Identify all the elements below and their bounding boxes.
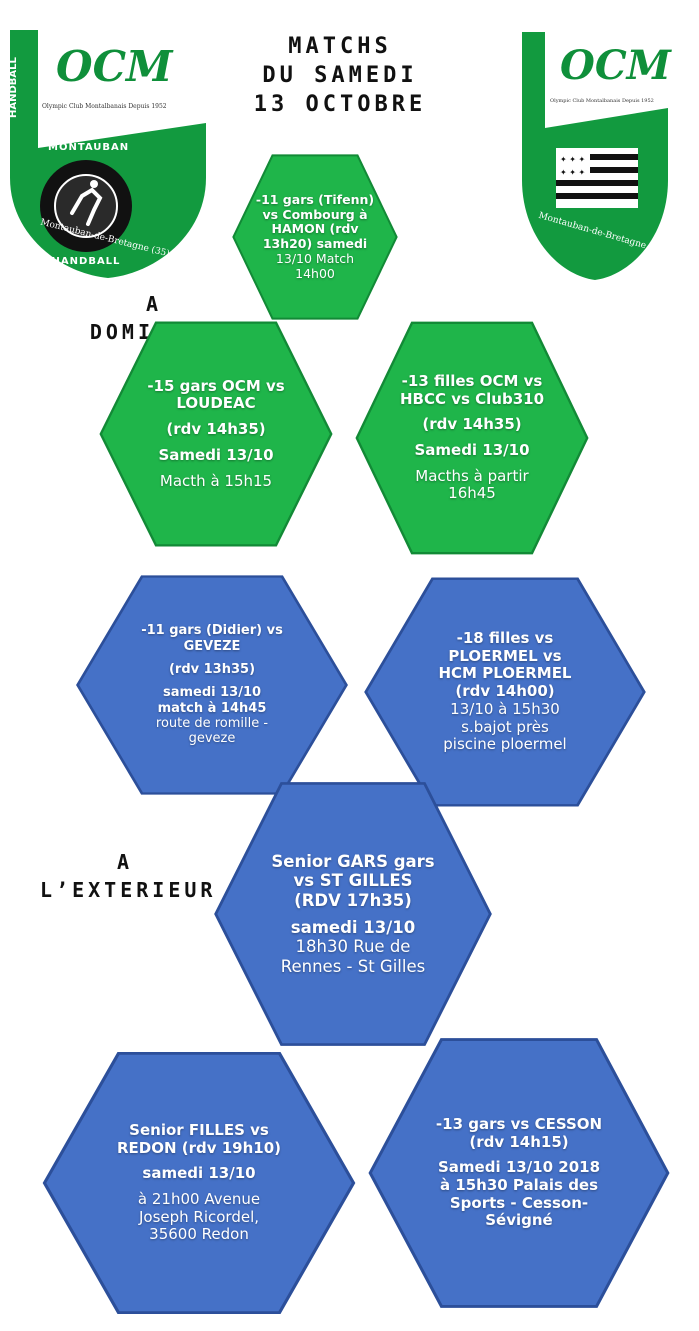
club-logo-right: ✦ ✦ ✦ ✦ ✦ ✦ OCM Olympic Club Montalbanai… xyxy=(520,30,671,280)
away-match-line: Senior GARS gars xyxy=(271,851,435,871)
away-match-line: Sévigné xyxy=(485,1211,553,1230)
away-match-line: (rdv 14h15) xyxy=(469,1132,569,1151)
home-match-line: HBCC vs Club310 xyxy=(399,389,545,408)
away-match-line: REDON (rdv 19h10) xyxy=(116,1138,282,1157)
logo-left-subtitle: Olympic Club Montalbanais Depuis 1952 xyxy=(42,103,167,110)
away-match-line: -13 gars vs CESSON xyxy=(435,1114,603,1133)
away-match-line: HCM PLOERMEL xyxy=(438,664,572,683)
away-match-line: à 21h00 Avenue xyxy=(137,1190,261,1208)
away-match-line: geveze xyxy=(188,731,236,747)
away-match-line: PLOERMEL vs xyxy=(448,646,562,665)
logo-left-ring-top: MONTAUBAN xyxy=(48,142,130,153)
away-match-line: Senior FILLES vs xyxy=(129,1120,269,1139)
away-match-line: GEVEZE xyxy=(183,638,241,654)
home-match-line: Samedi 13/10 xyxy=(158,445,274,464)
section-label-away-line-2: L’EXTERIEUR xyxy=(40,878,217,902)
logo-left-side-label: HANDBALL xyxy=(8,57,19,118)
home-match-line: 16h45 xyxy=(448,484,496,503)
svg-text:✦ ✦ ✦: ✦ ✦ ✦ xyxy=(560,168,585,177)
away-match-card: Senior FILLES vs REDON (rdv 19h10) samed… xyxy=(38,1048,360,1318)
home-match-line: (rdv 14h35) xyxy=(166,420,266,439)
away-match-line: samedi 13/10 xyxy=(162,685,262,701)
away-match-line: 35600 Redon xyxy=(149,1225,249,1244)
home-match-line: (rdv 14h35) xyxy=(422,415,522,434)
logo-right-name: OCM xyxy=(560,42,671,89)
title-line-3: 13 OCTOBRE xyxy=(253,92,427,117)
away-match-card: Senior GARS gars vs ST GILLES (RDV 17h35… xyxy=(210,778,496,1050)
breton-flag-icon: ✦ ✦ ✦ ✦ ✦ ✦ xyxy=(556,148,638,208)
away-match-line: match à 14h45 xyxy=(157,700,267,716)
away-match-line: Rennes - St Gilles xyxy=(280,956,426,976)
home-match-line: Samedi 13/10 xyxy=(414,441,530,459)
home-match-card: -13 filles OCM vs HBCC vs Club310 (rdv 1… xyxy=(352,318,592,558)
home-match-card: -15 gars OCM vs LOUDEAC (rdv 14h35) Same… xyxy=(96,318,336,550)
home-match-line: vs Combourg à xyxy=(262,206,368,222)
away-match-line: Sports - Cesson- xyxy=(449,1193,589,1212)
svg-text:✦ ✦ ✦: ✦ ✦ ✦ xyxy=(560,155,585,164)
home-match-line: LOUDEAC xyxy=(176,394,256,413)
logo-right-subtitle: Olympic Club Montalbanais Depuis 1952 xyxy=(550,98,654,104)
away-match-card: -11 gars (Didier) vs GEVEZE (rdv 13h35) … xyxy=(72,572,352,798)
away-match-line: -11 gars (Didier) vs xyxy=(141,623,283,639)
home-match-line: 13h20) samedi xyxy=(262,236,368,251)
logo-left-name: OCM xyxy=(56,42,173,91)
away-match-line: (rdv 14h00) xyxy=(455,682,555,701)
home-match-line: HAMON (rdv xyxy=(271,221,359,237)
away-match-line: samedi 13/10 xyxy=(142,1164,256,1183)
away-match-line: piscine ploermel xyxy=(443,735,567,754)
away-match-line: -18 filles vs xyxy=(456,629,554,648)
away-match-line: route de romille - xyxy=(155,715,269,731)
away-match-line: Samedi 13/10 2018 xyxy=(437,1158,601,1177)
title-line-2: DU SAMEDI xyxy=(262,63,418,88)
home-match-line: 13/10 Match xyxy=(275,250,355,266)
section-label-away-line-1: A xyxy=(116,850,134,874)
home-match-line: Macth à 15h15 xyxy=(159,471,273,490)
home-match-card: -11 gars (Tifenn) vs Combourg à HAMON (r… xyxy=(230,152,400,322)
home-match-line: -15 gars OCM vs xyxy=(147,376,285,395)
away-match-line: Joseph Ricordel, xyxy=(138,1207,260,1226)
away-match-line: à 15h30 Palais des xyxy=(439,1176,599,1194)
home-match-line: -13 filles OCM vs xyxy=(401,371,543,390)
home-match-line: 14h00 xyxy=(295,265,335,281)
home-match-line: -11 gars (Tifenn) xyxy=(255,191,375,207)
away-match-line: (RDV 17h35) xyxy=(294,890,412,910)
away-match-line: (rdv 13h35) xyxy=(168,662,256,677)
page-title: MATCHS DU SAMEDI 13 OCTOBRE xyxy=(240,32,440,119)
section-label-away: A L’EXTERIEUR xyxy=(40,848,217,904)
away-match-card: -18 filles vs PLOERMEL vs HCM PLOERMEL (… xyxy=(360,574,650,810)
away-match-line: s.bajot près xyxy=(461,717,549,736)
away-match-card: -13 gars vs CESSON (rdv 14h15) Samedi 13… xyxy=(364,1034,674,1312)
away-match-line: samedi 13/10 xyxy=(290,918,416,937)
home-match-line: Macths à partir xyxy=(415,466,529,485)
logo-left-ring-bottom: HANDBALL xyxy=(51,256,121,267)
club-logo-left: HANDBALL OCM Olympic Club Montalbanais D… xyxy=(8,28,208,278)
away-match-line: vs ST GILLES xyxy=(293,871,413,891)
title-line-1: MATCHS xyxy=(288,34,392,59)
away-match-line: 18h30 Rue de xyxy=(295,937,411,957)
away-match-line: 13/10 à 15h30 xyxy=(450,699,560,718)
